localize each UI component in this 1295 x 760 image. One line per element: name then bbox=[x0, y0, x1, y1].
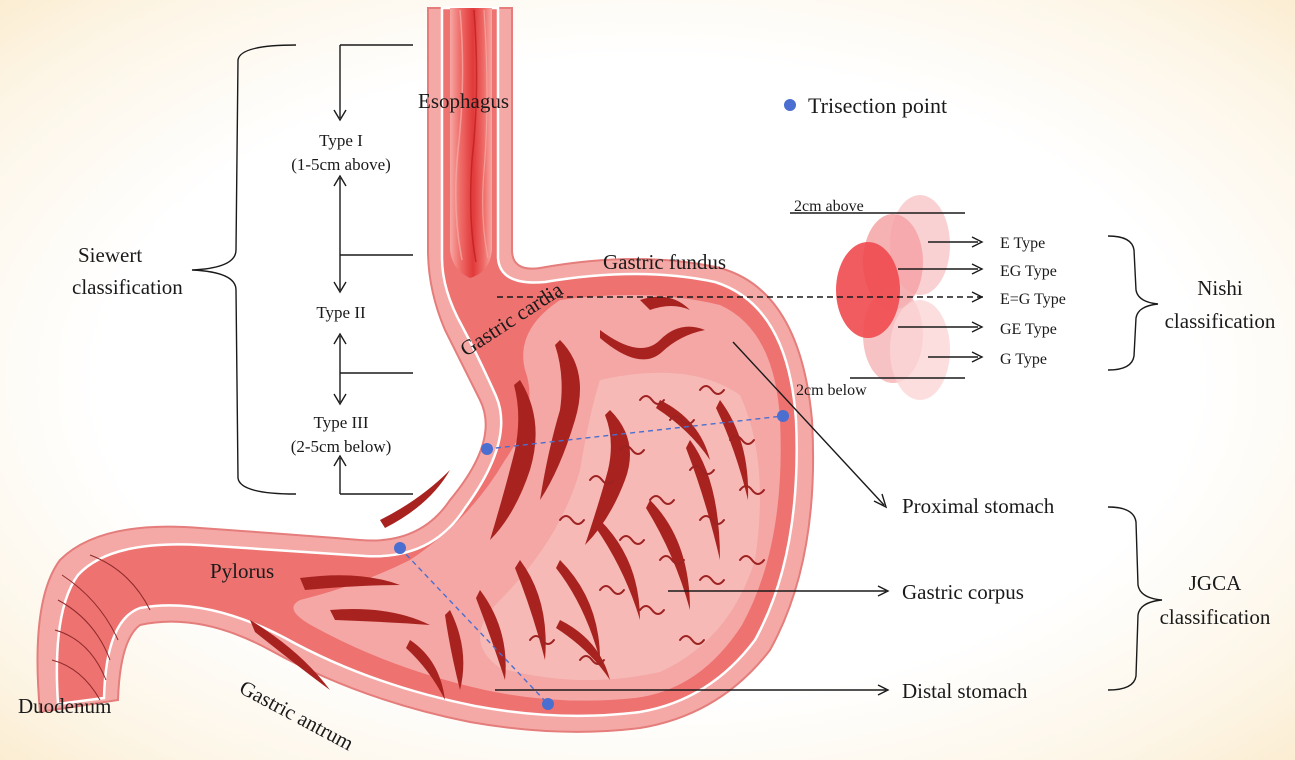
siewert-classification: Siewert classification Type I (1-5cm abo… bbox=[72, 45, 413, 494]
nishi-type: E Type bbox=[1000, 235, 1045, 252]
siewert-title-line1: Siewert bbox=[78, 243, 142, 267]
legend-label: Trisection point bbox=[808, 93, 947, 118]
label-duodenum: Duodenum bbox=[18, 694, 111, 718]
trisection-point bbox=[542, 698, 554, 710]
nishi-title-line1: Nishi bbox=[1197, 276, 1243, 300]
siewert-type2: Type II bbox=[316, 303, 366, 322]
nishi-title-line2: classification bbox=[1165, 309, 1276, 333]
jgca-proximal: Proximal stomach bbox=[902, 494, 1055, 518]
label-pylorus: Pylorus bbox=[210, 559, 274, 583]
jgca-title-line1: JGCA bbox=[1189, 571, 1242, 595]
nishi-type: GE Type bbox=[1000, 321, 1057, 338]
label-gastric-antrum: Gastric antrum bbox=[236, 675, 358, 755]
jgca-brace bbox=[1108, 507, 1162, 690]
jgca-distal: Distal stomach bbox=[902, 679, 1028, 703]
nishi-below: 2cm below bbox=[796, 382, 867, 399]
siewert-type3-line1: Type III bbox=[314, 413, 369, 432]
trisection-point bbox=[394, 542, 406, 554]
stomach-illustration bbox=[38, 8, 814, 732]
legend-dot-icon bbox=[784, 99, 796, 111]
siewert-brace bbox=[192, 45, 296, 494]
siewert-type1-line2: (1-5cm above) bbox=[291, 155, 391, 174]
jgca-corpus: Gastric corpus bbox=[902, 580, 1024, 604]
label-gastric-fundus: Gastric fundus bbox=[603, 250, 726, 274]
siewert-title-line2: classification bbox=[72, 275, 183, 299]
siewert-type1-line1: Type I bbox=[319, 131, 363, 150]
nishi-brace bbox=[1108, 236, 1158, 370]
trisection-point bbox=[481, 443, 493, 455]
nishi-type: G Type bbox=[1000, 351, 1047, 368]
nishi-type: EG Type bbox=[1000, 263, 1057, 280]
label-esophagus: Esophagus bbox=[418, 89, 509, 113]
nishi-type: E=G Type bbox=[1000, 291, 1066, 308]
nishi-above: 2cm above bbox=[794, 198, 864, 215]
trisection-point bbox=[777, 410, 789, 422]
siewert-type3-line2: (2-5cm below) bbox=[291, 437, 392, 456]
nishi-circle bbox=[836, 242, 900, 338]
jgca-title-line2: classification bbox=[1160, 605, 1271, 629]
